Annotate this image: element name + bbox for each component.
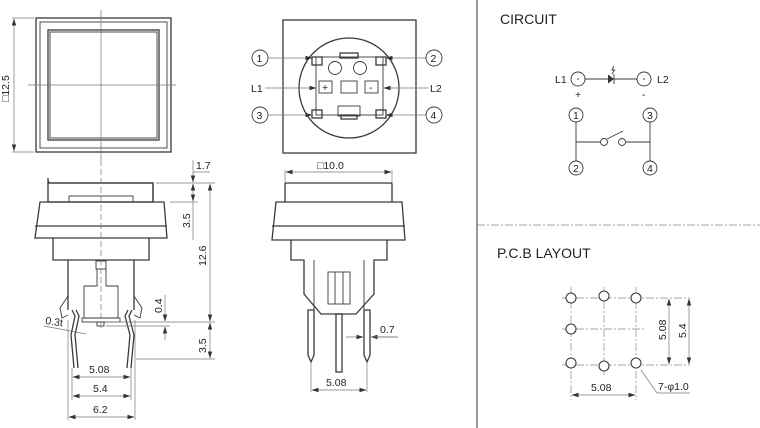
dim-total-height: 12.6 bbox=[197, 245, 209, 266]
pin-2-label: 2 bbox=[431, 53, 437, 65]
pin-1-marker bbox=[251, 49, 269, 67]
plus-mark: + bbox=[322, 82, 328, 94]
bottom-view: + - 1 2 3 4 L1 L2 bbox=[251, 19, 443, 154]
dim-size-10: □10.0 bbox=[317, 160, 344, 172]
pin-3-marker bbox=[251, 106, 269, 124]
switch-contact bbox=[600, 138, 608, 146]
pcb-title: P.C.B LAYOUT bbox=[497, 245, 591, 261]
pcb-hole bbox=[565, 323, 577, 335]
circuit-title: CIRCUIT bbox=[500, 11, 557, 27]
pcb-dim-horizontal-pitch: 5.08 bbox=[591, 382, 612, 394]
dim-pin-length: 3.5 bbox=[197, 338, 209, 353]
dim-pin-width: 0.7 bbox=[380, 324, 395, 336]
circuit-l1: L1 bbox=[555, 74, 567, 86]
dim-lead-thickness: 0.3t bbox=[45, 315, 64, 329]
circuit-pin-2-label: 2 bbox=[573, 163, 579, 175]
circuit-l2: L2 bbox=[657, 74, 669, 86]
body-outline bbox=[282, 19, 417, 154]
pin-1-label: 1 bbox=[257, 53, 263, 65]
pcb-hole-spec: 7-φ1.0 bbox=[658, 381, 689, 393]
pcb-hole bbox=[565, 357, 577, 369]
dim-pin-pitch: 5.08 bbox=[89, 364, 110, 376]
circuit-diagram: CIRCUIT L1 L2 + - 1 3 2 4 bbox=[500, 11, 669, 176]
circuit-pin-4-label: 4 bbox=[647, 163, 653, 175]
pcb-hole bbox=[630, 292, 642, 304]
dim-side-pin-pitch: 5.08 bbox=[326, 377, 347, 389]
circuit-pin-3-label: 3 bbox=[647, 110, 653, 122]
pin-4-label: 4 bbox=[431, 110, 437, 122]
l1-label: L1 bbox=[251, 83, 263, 95]
pin-2-marker bbox=[425, 49, 443, 67]
pcb-hole bbox=[630, 357, 642, 369]
pcb-layout: P.C.B LAYOUT 5.08 5.4 5.08 7-φ1.0 bbox=[497, 245, 692, 400]
dim-cap-height: 3.5 bbox=[181, 213, 193, 228]
pcb-hole bbox=[598, 360, 610, 372]
pcb-dim-vertical-pitch: 5.08 bbox=[657, 319, 669, 340]
switch-lever bbox=[606, 130, 624, 140]
pin-3-label: 3 bbox=[257, 110, 263, 122]
circuit-plus: + bbox=[575, 89, 581, 101]
light-emission-icon bbox=[611, 65, 616, 75]
side-view: □10.0 0.7 5.08 0.7 bbox=[271, 160, 406, 393]
pcb-dim-vertical-span: 5.4 bbox=[677, 323, 689, 338]
l2-label: L2 bbox=[430, 83, 442, 95]
dim-stem-gap: 0.4 bbox=[153, 298, 165, 313]
dim-cap-offset: 1.7 bbox=[196, 160, 211, 172]
pin-4-marker bbox=[425, 106, 443, 124]
dim-body-width: 6.2 bbox=[93, 404, 108, 416]
pcb-hole bbox=[565, 292, 577, 304]
pcb-hole bbox=[598, 290, 610, 302]
front-view: 1.7 3.5 12.6 0.4 3.5 0.3t 5.08 5.4 6.2 bbox=[34, 160, 215, 420]
led-diode-icon bbox=[608, 74, 614, 84]
dim-lead-span: 5.4 bbox=[93, 383, 108, 395]
top-view: □12.5 bbox=[0, 10, 176, 160]
circuit-pin-1-label: 1 bbox=[573, 110, 579, 122]
minus-mark: - bbox=[369, 82, 373, 94]
top-size-label: □12.5 bbox=[0, 75, 12, 102]
circuit-minus: - bbox=[642, 89, 646, 101]
